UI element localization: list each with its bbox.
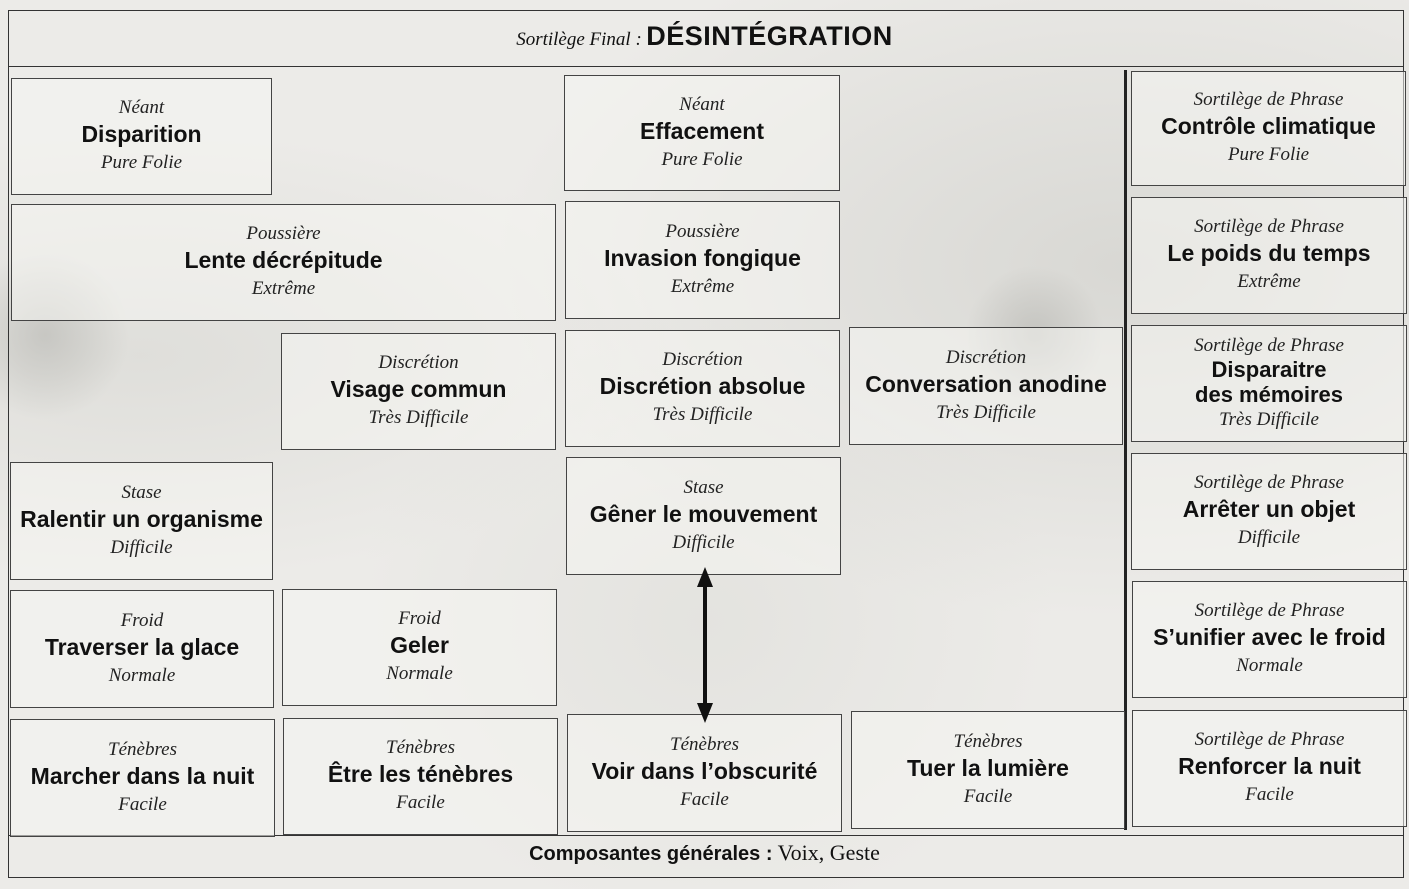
spell-category: Sortilège de Phrase	[1194, 729, 1345, 750]
spell-name: Tuer la lumière	[907, 754, 1069, 781]
phrase-box-s-unifier-avec-le-froid: Sortilège de Phrase S’unifier avec le fr…	[1132, 581, 1407, 698]
spell-difficulty: Extrême	[670, 275, 735, 297]
spell-box-lente-decrepitude: Poussière Lente décrépitude Extrême	[11, 204, 556, 321]
spell-name: Gêner le mouvement	[589, 500, 818, 527]
spell-difficulty: Facile	[1245, 784, 1294, 805]
arrow-head-up	[697, 567, 713, 587]
spell-box-traverser-la-glace: Froid Traverser la glace Normale	[10, 590, 274, 708]
header-divider	[8, 66, 1404, 67]
spell-difficulty: Très Difficile	[936, 401, 1036, 423]
spell-category: Sortilège de Phrase	[1194, 334, 1344, 356]
spell-name: Renforcer la nuit	[1178, 753, 1361, 779]
spell-difficulty: Pure Folie	[1227, 144, 1310, 165]
spell-category: Stase	[683, 476, 724, 498]
spell-box-disparition: Néant Disparition Pure Folie	[11, 78, 272, 195]
spell-difficulty: Pure Folie	[100, 152, 183, 173]
spell-difficulty: Difficile	[1237, 527, 1301, 548]
footer-label: Composantes générales :	[529, 843, 773, 865]
spell-box-invasion-fongique: Poussière Invasion fongique Extrême	[565, 201, 840, 319]
spell-box-marcher-dans-la-nuit: Ténèbres Marcher dans la nuit Facile	[10, 719, 275, 837]
spell-name: Geler	[390, 632, 449, 658]
spell-name-line2: des mémoires	[1195, 381, 1343, 407]
spell-name: Le poids du temps	[1167, 240, 1371, 266]
footer-value: Voix, Geste	[777, 840, 880, 865]
phrase-box-renforcer-la-nuit: Sortilège de Phrase Renforcer la nuit Fa…	[1132, 710, 1407, 827]
spell-box-effacement: Néant Effacement Pure Folie	[564, 75, 840, 191]
spell-name: Visage commun	[330, 376, 507, 402]
spell-box-ralentir-un-organisme: Stase Ralentir un organisme Difficile	[10, 462, 273, 580]
spell-name: S’unifier avec le froid	[1153, 624, 1386, 650]
spell-difficulty: Difficile	[110, 536, 173, 558]
spell-category: Poussière	[246, 223, 321, 244]
diagram-footer: Composantes générales : Voix, Geste	[0, 840, 1409, 866]
spell-difficulty: Très Difficile	[652, 404, 753, 425]
spell-category: Néant	[679, 93, 725, 115]
spell-category: Discrétion	[378, 352, 459, 373]
header-title: DÉSINTÉGRATION	[646, 21, 893, 51]
spell-box-voir-dans-l-obscurite: Ténèbres Voir dans l’obscurité Facile	[567, 714, 842, 832]
spell-category: Sortilège de Phrase	[1194, 472, 1344, 493]
spell-category: Froid	[398, 608, 441, 629]
spell-category: Ténèbres	[108, 738, 177, 760]
arrow-head-down	[697, 703, 713, 723]
spell-category: Froid	[120, 609, 164, 631]
spell-difficulty: Difficile	[672, 531, 735, 553]
spell-category: Discrétion	[945, 346, 1027, 368]
footer-divider	[8, 835, 1404, 836]
double-arrow-connector	[697, 567, 713, 723]
spell-name: Conversation anodine	[865, 370, 1107, 397]
spell-difficulty: Facile	[963, 785, 1013, 807]
spell-name: Voir dans l’obscurité	[591, 757, 818, 784]
phrase-column-separator	[1124, 70, 1127, 830]
spell-box-visage-commun: Discrétion Visage commun Très Difficile	[281, 333, 556, 450]
header-prefix: Sortilège Final :	[516, 29, 642, 50]
spell-difficulty: Normale	[1236, 655, 1303, 676]
spell-category: Poussière	[665, 220, 740, 242]
spell-box-conversation-anodine: Discrétion Conversation anodine Très Dif…	[849, 327, 1123, 445]
spell-name: Traverser la glace	[44, 633, 240, 660]
spell-box-gener-le-mouvement: Stase Gêner le mouvement Difficile	[566, 457, 841, 575]
spell-difficulty: Normale	[108, 664, 176, 686]
diagram-frame	[8, 10, 1404, 878]
phrase-box-controle-climatique: Sortilège de Phrase Contrôle climatique …	[1131, 71, 1406, 186]
spell-difficulty: Normale	[386, 663, 453, 684]
spell-category: Ténèbres	[386, 737, 455, 758]
spell-difficulty: Pure Folie	[661, 148, 743, 170]
spell-category: Stase	[121, 481, 162, 503]
spell-name-line1: Disparaitre	[1211, 356, 1327, 382]
spell-category: Ténèbres	[953, 730, 1023, 752]
spell-difficulty: Facile	[396, 792, 445, 813]
diagram-header: Sortilège Final : DÉSINTÉGRATION	[0, 16, 1409, 60]
spell-name: Lente décrépitude	[184, 247, 383, 273]
spell-difficulty: Extrême	[1237, 271, 1301, 292]
spell-name: Invasion fongique	[604, 244, 801, 271]
spell-category: Néant	[118, 97, 165, 118]
spell-category: Sortilège de Phrase	[1194, 216, 1344, 237]
phrase-box-arreter-un-objet: Sortilège de Phrase Arrêter un objet Dif…	[1131, 453, 1407, 570]
spell-category: Sortilège de Phrase	[1193, 89, 1344, 110]
spell-difficulty: Extrême	[251, 278, 316, 299]
spell-box-discretion-absolue: Discrétion Discrétion absolue Très Diffi…	[565, 330, 840, 447]
spell-name: Marcher dans la nuit	[30, 762, 255, 789]
spell-category: Discrétion	[662, 349, 743, 370]
spell-name: Effacement	[640, 117, 764, 144]
spell-difficulty: Facile	[118, 793, 167, 815]
spell-name: Disparition	[81, 121, 202, 147]
spell-box-tuer-la-lumiere: Ténèbres Tuer la lumière Facile	[851, 711, 1125, 829]
spell-difficulty: Très Difficile	[368, 407, 469, 428]
spell-name: Arrêter un objet	[1182, 496, 1356, 522]
spell-name: Ralentir un organisme	[20, 505, 263, 532]
spell-name: Être les ténèbres	[327, 761, 514, 787]
spell-difficulty: Facile	[680, 788, 729, 810]
phrase-box-le-poids-du-temps: Sortilège de Phrase Le poids du temps Ex…	[1131, 197, 1407, 314]
spell-name: Discrétion absolue	[599, 373, 806, 399]
spell-difficulty: Très Difficile	[1219, 408, 1319, 430]
spell-box-geler: Froid Geler Normale	[282, 589, 557, 706]
spell-box-etre-les-tenebres: Ténèbres Être les ténèbres Facile	[283, 718, 558, 835]
spell-category: Ténèbres	[670, 733, 739, 755]
phrase-box-disparaitre-des-memoires: Sortilège de Phrase Disparaitre des mémo…	[1131, 325, 1407, 442]
spell-name: Contrôle climatique	[1161, 113, 1376, 139]
spell-category: Sortilège de Phrase	[1194, 600, 1345, 621]
